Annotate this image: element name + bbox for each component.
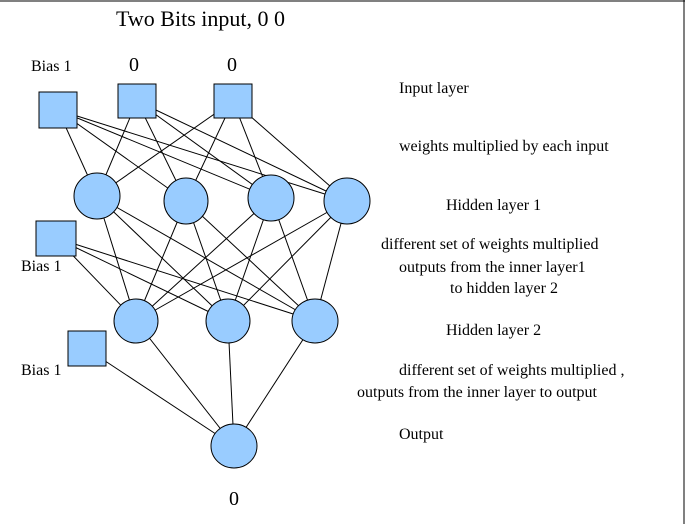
label-hidden-layer-2: Hidden layer 2 bbox=[446, 322, 542, 339]
input-bias-label: Bias 1 bbox=[31, 58, 72, 75]
label-input-layer: Input layer bbox=[399, 80, 469, 97]
hidden1-bias-label: Bias 1 bbox=[21, 258, 62, 275]
input-bias-node bbox=[38, 91, 78, 129]
label-diff-weights-1-line3: to hidden layer 2 bbox=[450, 280, 558, 297]
input-node-2 bbox=[213, 83, 253, 119]
label-diff-weights-2-line2: outputs from the inner layer to output bbox=[357, 384, 597, 401]
hidden2-bias-node bbox=[67, 330, 107, 367]
hidden1-node-3 bbox=[247, 174, 295, 222]
diagram-title: Two Bits input, 0 0 bbox=[116, 6, 285, 31]
edges-hidden2-to-output bbox=[86, 320, 316, 447]
hidden1-node-4 bbox=[323, 177, 371, 225]
hidden2-node-1 bbox=[113, 298, 159, 344]
hidden1-node-1 bbox=[73, 172, 121, 220]
label-weights-each-input: weights multiplied by each input bbox=[399, 138, 609, 155]
hidden2-bias-label: Bias 1 bbox=[21, 362, 62, 379]
input-2-value: 0 bbox=[227, 54, 237, 76]
hidden2-node-2 bbox=[205, 298, 251, 344]
output-node bbox=[210, 423, 258, 469]
hidden1-node-2 bbox=[163, 177, 209, 225]
input-node-1 bbox=[117, 83, 157, 119]
hidden2-node-3 bbox=[291, 298, 339, 344]
label-diff-weights-1-line2: outputs from the inner layer1 bbox=[399, 259, 586, 276]
label-diff-weights-2-line1: different set of weights multiplied , bbox=[399, 362, 625, 379]
label-output: Output bbox=[399, 426, 444, 443]
input-1-value: 0 bbox=[129, 54, 139, 76]
label-diff-weights-1-line1: different set of weights multiplied bbox=[381, 236, 599, 253]
output-value: 0 bbox=[229, 488, 239, 510]
hidden1-bias-node bbox=[35, 220, 77, 257]
label-hidden-layer-1: Hidden layer 1 bbox=[446, 197, 542, 214]
